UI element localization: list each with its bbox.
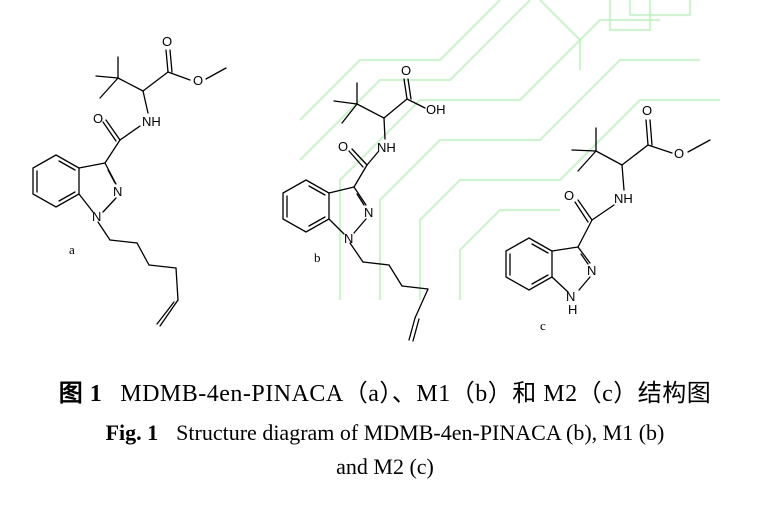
structure-c-label: c [540, 318, 546, 333]
structure-b-label: b [314, 250, 321, 265]
caption-chinese-text: MDMB-4en-PINACA（a）、M1（b）和 M2（c）结构图 [120, 381, 712, 407]
structure-figure: O O O NH N N a [32, 0, 720, 342]
structure-b: O OH O NH N N b [282, 63, 446, 342]
structure-a: O O O NH N N a [32, 34, 227, 327]
atom-b-acid-oh: OH [426, 102, 446, 117]
atom-c-carbonyl-o: O [642, 103, 652, 118]
caption-english: Fig. 1 Structure diagram of MDMB-4en-PINA… [0, 416, 770, 484]
atom-c-amide-o: O [564, 188, 574, 203]
atom-b-ring-n1: N [344, 231, 353, 246]
atom-b-acid-o: O [401, 63, 411, 78]
caption-english-line1: Structure diagram of MDMB-4en-PINACA (b)… [176, 420, 665, 445]
atom-a-amide-n: NH [142, 114, 161, 129]
structure-c: O O O NH N N H c [505, 103, 711, 333]
atom-c-ring-n2: N [587, 263, 596, 278]
structure-a-label: a [69, 242, 75, 257]
caption-chinese: 图 1 MDMB-4en-PINACA（a）、M1（b）和 M2（c）结构图 [0, 373, 770, 408]
atom-b-amide-o: O [338, 139, 348, 154]
atom-a-ring-n2: N [113, 184, 122, 199]
atom-c-ester-o: O [674, 146, 684, 161]
atom-b-ring-n2: N [364, 205, 373, 220]
atom-a-carbonyl-o: O [162, 34, 172, 49]
watermark-pattern [299, 0, 720, 300]
atom-a-ring-n1: N [92, 209, 101, 224]
atom-a-ester-o: O [193, 73, 203, 88]
caption-english-line2: and M2 (c) [336, 454, 434, 479]
atom-c-ring-h: H [568, 302, 577, 317]
structure-c-bonds [505, 119, 711, 293]
atom-c-amide-n: NH [614, 191, 633, 206]
atom-c-ring-n1: N [566, 289, 575, 304]
atom-b-amide-n: NH [377, 140, 396, 155]
caption-english-label: Fig. 1 [105, 420, 159, 445]
atom-a-amide-o: O [93, 111, 103, 126]
structure-b-bonds [282, 78, 429, 342]
structure-a-bonds [32, 49, 227, 327]
caption-chinese-label: 图 1 [58, 381, 103, 407]
